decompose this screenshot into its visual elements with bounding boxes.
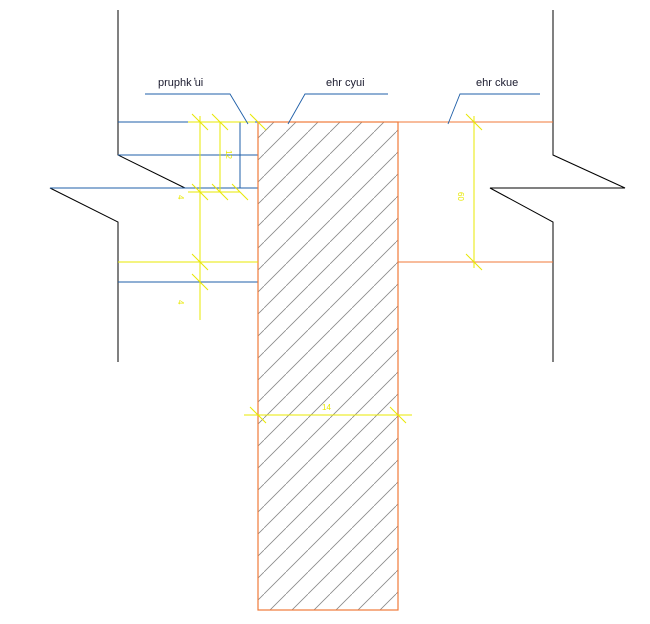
dim-right-height: 60	[456, 192, 465, 201]
dimension-lines	[118, 113, 483, 424]
dim-pile-width: 14	[322, 403, 331, 412]
note-middle: ehr cyui	[326, 77, 365, 89]
note-right: ehr ckue	[476, 77, 518, 89]
left-wall-outline	[49, 10, 186, 362]
left-slab-lines	[50, 121, 259, 283]
dim-left-mid: 4	[176, 195, 185, 200]
right-slab-lines	[398, 121, 553, 263]
right-wall-outline	[489, 10, 626, 362]
pile-section	[257, 121, 399, 611]
note-left: pruphk ̓ui	[158, 77, 203, 89]
dim-small-top: 12	[224, 150, 233, 159]
dim-left-low: 4	[176, 300, 185, 305]
note-leaders	[145, 93, 540, 125]
